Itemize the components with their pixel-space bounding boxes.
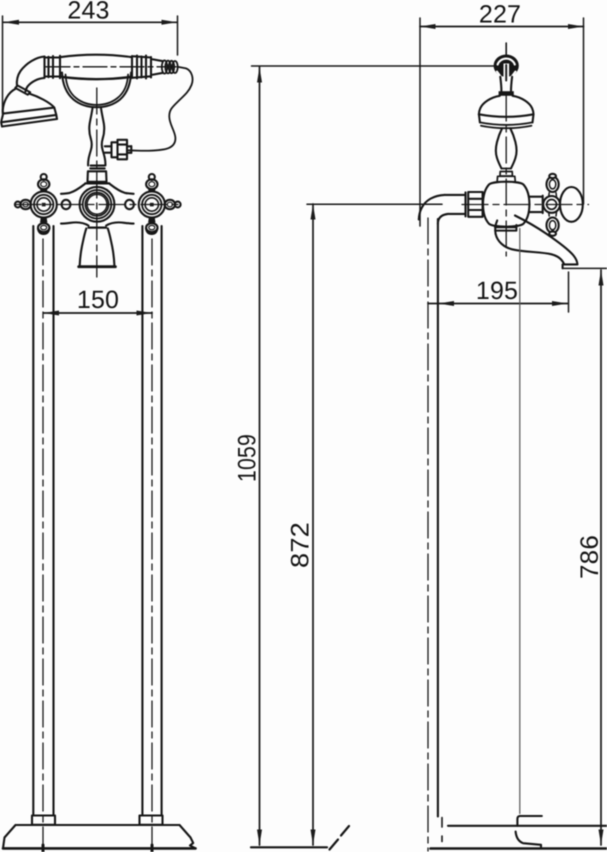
svg-text:243: 243 xyxy=(67,0,109,25)
svg-text:872: 872 xyxy=(287,522,315,568)
svg-text:786: 786 xyxy=(576,535,604,579)
svg-text:150: 150 xyxy=(77,286,119,314)
svg-text:195: 195 xyxy=(476,277,518,305)
svg-text:227: 227 xyxy=(479,0,521,28)
svg-text:1059: 1059 xyxy=(234,434,262,482)
